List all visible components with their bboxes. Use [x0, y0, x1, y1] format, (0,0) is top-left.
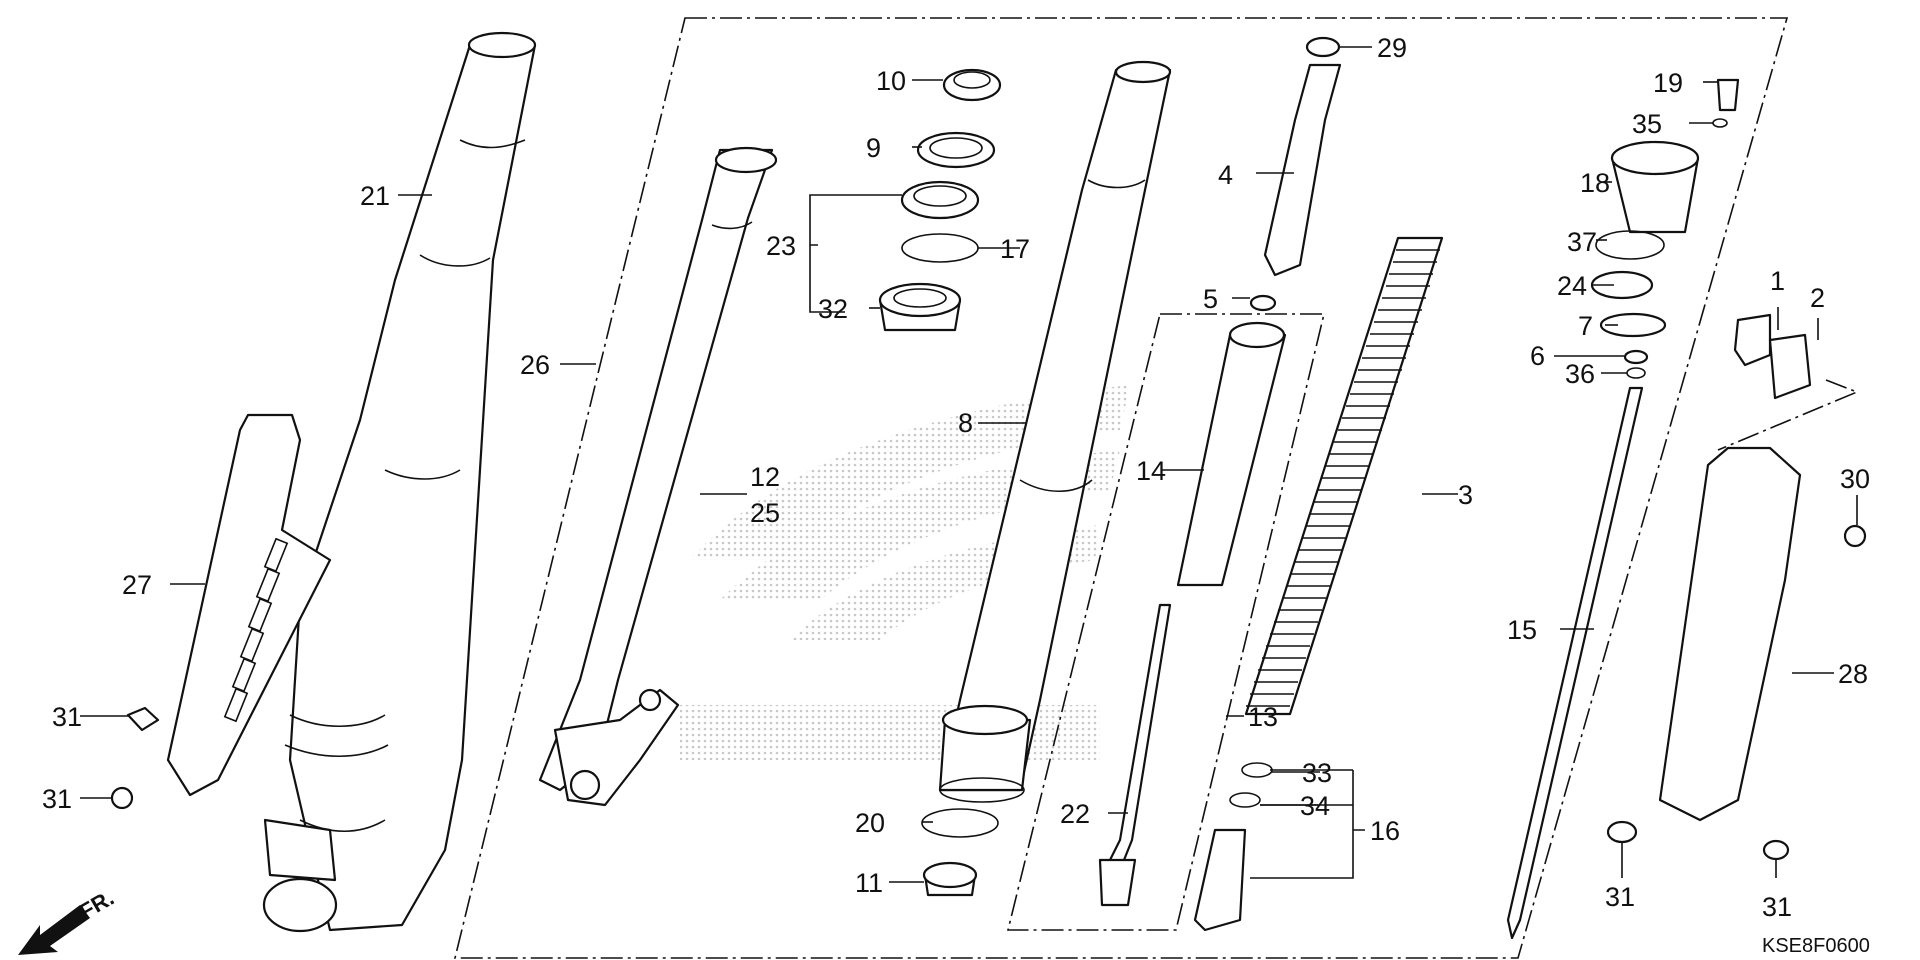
callout-33: 33 — [1302, 758, 1332, 788]
callout-36: 36 — [1565, 359, 1595, 389]
callout-11: 11 — [855, 868, 883, 898]
base-valve-part-16 — [1193, 828, 1247, 932]
piston-rod-part-22 — [1098, 603, 1172, 907]
callout-3: 3 — [1458, 480, 1473, 510]
washer-part-7 — [1599, 312, 1667, 338]
callout-32: 32 — [818, 294, 848, 324]
washer-part-34 — [1229, 792, 1261, 808]
dust-seal-part-32 — [878, 282, 962, 332]
callout-2: 2 — [1810, 283, 1825, 313]
callout-27: 27 — [122, 570, 152, 600]
washer-part-33 — [1241, 762, 1273, 778]
o-ring-part-35 — [1712, 118, 1728, 128]
callout-15: 15 — [1507, 615, 1537, 645]
bolt-part-31-d — [1762, 839, 1790, 861]
callout-9: 9 — [866, 133, 881, 163]
callout-7: 7 — [1578, 311, 1593, 341]
inner-assembly-boundary — [453, 17, 1789, 959]
callout-23: 23 — [766, 231, 796, 261]
fork-bolt-part-18 — [1610, 140, 1700, 234]
callout-31-d: 31 — [1762, 892, 1792, 922]
callout-20: 20 — [855, 808, 885, 838]
callout-6: 6 — [1530, 341, 1545, 371]
washer-part-9 — [916, 131, 996, 169]
callout-8: 8 — [958, 408, 973, 438]
callout-26: 26 — [520, 350, 550, 380]
nut-part-29 — [1305, 36, 1341, 58]
o-ring-part-36 — [1626, 367, 1646, 379]
callout-5: 5 — [1203, 284, 1218, 314]
callout-25: 25 — [750, 498, 780, 528]
callout-31-b: 31 — [42, 784, 72, 814]
direction-arrow-icon — [18, 905, 90, 955]
callout-labels: 1 2 3 4 5 6 7 8 9 10 11 12 25 13 14 15 1… — [42, 33, 1870, 922]
nut-part-6 — [1623, 349, 1649, 365]
callout-19: 19 — [1653, 68, 1683, 98]
bracket-part-2 — [1768, 333, 1812, 400]
slider-tube-part-8 — [938, 60, 1172, 803]
callout-29: 29 — [1377, 33, 1407, 63]
callout-10: 10 — [876, 66, 906, 96]
callout-14: 14 — [1136, 456, 1166, 486]
oil-seal-part-23 — [900, 180, 980, 220]
ring-part-20 — [921, 808, 999, 838]
bolt-part-31-b — [110, 786, 134, 810]
damper-cylinder-part-14 — [1176, 321, 1287, 587]
bushing-part-10 — [942, 68, 1002, 102]
callout-17: 17 — [1000, 234, 1030, 264]
bracket-part-1 — [1733, 313, 1772, 367]
bolt-part-31-a — [126, 706, 160, 732]
fork-spring-part-3 — [1244, 236, 1444, 716]
callout-13: 13 — [1248, 702, 1278, 732]
callout-18: 18 — [1580, 168, 1610, 198]
callout-12: 12 — [750, 462, 780, 492]
callout-16: 16 — [1370, 816, 1400, 846]
callout-22: 22 — [1060, 799, 1090, 829]
front-direction-indicator: FR. — [18, 885, 118, 955]
diagram-code: KSE8F0600 — [1762, 935, 1870, 957]
o-ring-part-37 — [1595, 230, 1665, 260]
callout-35: 35 — [1632, 109, 1662, 139]
callout-21: 21 — [360, 181, 390, 211]
rebound-bumper-part-4 — [1263, 63, 1342, 277]
callout-37: 37 — [1567, 227, 1597, 257]
callout-30: 30 — [1840, 464, 1870, 494]
leader-lines — [80, 46, 1858, 883]
guard-mounting-boundary — [1717, 379, 1860, 451]
callout-31-c: 31 — [1605, 882, 1635, 912]
bolt-part-19 — [1716, 78, 1740, 112]
fork-guard-right-part-28 — [1658, 446, 1802, 822]
o-ring-part-5 — [1249, 294, 1277, 312]
callout-1: 1 — [1770, 266, 1785, 296]
stopper-ring-part-17 — [901, 233, 979, 263]
bolt-part-30 — [1843, 524, 1867, 548]
damper-subassembly-boundary — [1006, 313, 1326, 931]
callout-24: 24 — [1557, 271, 1587, 301]
callout-4: 4 — [1218, 160, 1233, 190]
inner-tube-part-12-25 — [538, 146, 778, 807]
bushing-part-11 — [922, 861, 978, 897]
callout-31-a: 31 — [52, 702, 82, 732]
callout-28: 28 — [1838, 659, 1868, 689]
outer-tube-part-21 — [262, 31, 537, 933]
bolt-part-31-c — [1606, 820, 1638, 844]
damper-rod-part-15 — [1506, 386, 1644, 940]
fork-guard-left-part-27 — [166, 413, 332, 797]
callout-34: 34 — [1300, 791, 1330, 821]
